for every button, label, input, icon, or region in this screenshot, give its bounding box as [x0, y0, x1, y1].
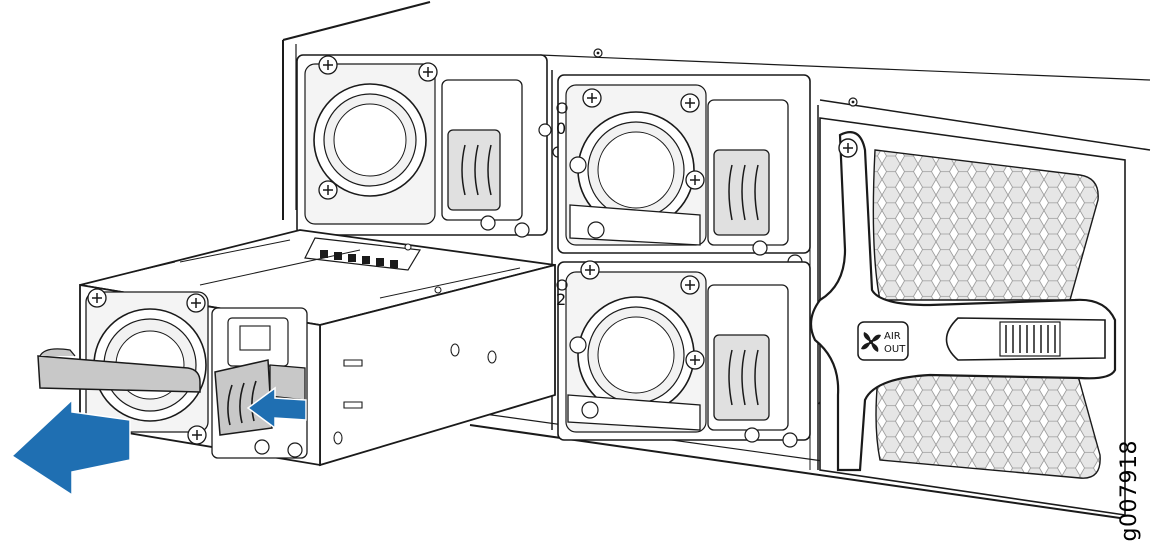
ground-symbol-icon — [556, 102, 568, 114]
removed-psu-module[interactable] — [37, 229, 556, 467]
psu-slot-0-module — [296, 54, 564, 238]
removal-direction-arrow — [10, 398, 131, 497]
psu-slot-2-label: 2 — [556, 290, 566, 309]
ground-symbol-icon — [556, 279, 568, 291]
psu-slot-0-label: 0 — [556, 119, 566, 138]
fan-icon — [861, 332, 881, 352]
air-out-line1: AIR — [884, 331, 901, 342]
psu-slot-1-module — [557, 74, 811, 270]
fan-tray: AIR OUT — [809, 117, 1126, 516]
figure-id-label: g007918 — [1117, 440, 1142, 541]
fan-tray-mesh-bottom — [875, 359, 1101, 479]
fan-tray-handle[interactable] — [809, 131, 1117, 472]
psu-slot-2-module — [557, 260, 811, 448]
press-latch-arrow — [246, 386, 307, 430]
fan-tray-mesh-top — [872, 149, 1099, 301]
air-out-line2: OUT — [884, 344, 906, 355]
psu-handle[interactable] — [37, 355, 201, 393]
air-out-badge: AIR OUT — [857, 321, 909, 361]
psu-release-latch[interactable] — [214, 359, 273, 436]
fan-tray-grip[interactable] — [999, 321, 1061, 357]
